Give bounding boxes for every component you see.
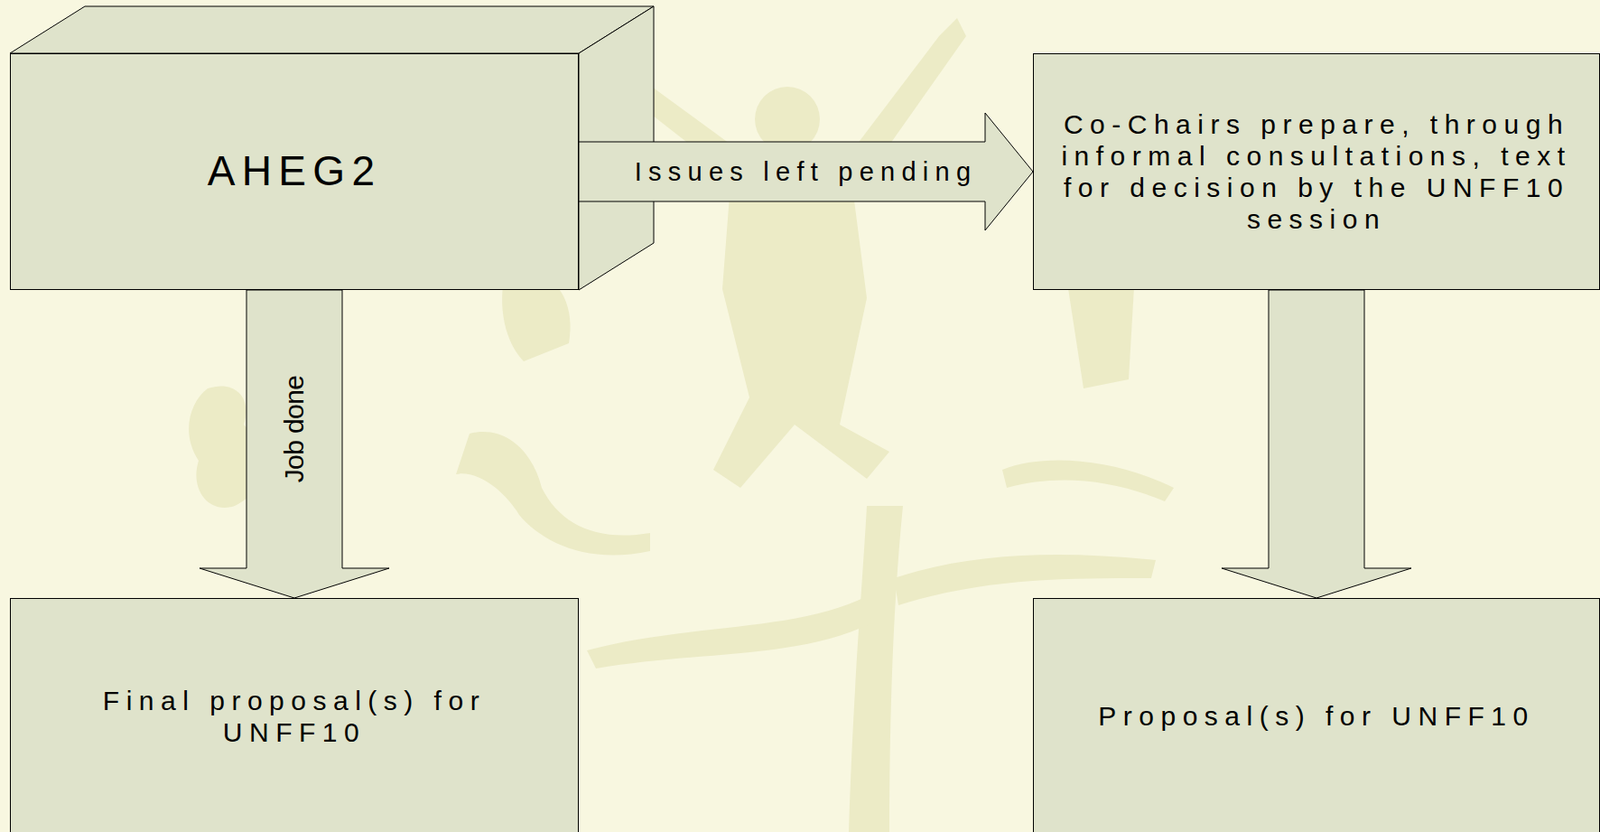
- watermark-head: [754, 86, 820, 152]
- watermark-bird: [188, 385, 263, 508]
- process-box: Proposal(s) for UNFF10: [1032, 597, 1600, 832]
- watermark-lizard: [455, 431, 651, 555]
- process-box: Final proposal(s) for UNFF10: [9, 597, 579, 832]
- watermark-body: [713, 158, 890, 488]
- node-text: AHEG2: [207, 147, 382, 196]
- edge-label: Job done: [279, 375, 310, 484]
- watermark-arm: [839, 18, 967, 190]
- node-text: Proposal(s) for UNFF10: [1097, 699, 1535, 732]
- edge-label: Issues left pending: [634, 157, 978, 187]
- process-box: AHEG2: [9, 53, 579, 290]
- box-top-face: [9, 6, 654, 54]
- block-arrow: [199, 289, 390, 598]
- watermark-branch: [586, 595, 872, 669]
- process-box: Co-Chairs prepare, through informal cons…: [1032, 53, 1600, 290]
- block-arrow: [1221, 289, 1412, 598]
- watermark-leaf: [1002, 460, 1174, 502]
- node-text: Final proposal(s) for UNFF10: [77, 684, 512, 748]
- box-side-face: [578, 6, 654, 290]
- watermark-trunk: [848, 505, 903, 832]
- node-text: Co-Chairs prepare, through informal cons…: [1044, 108, 1589, 235]
